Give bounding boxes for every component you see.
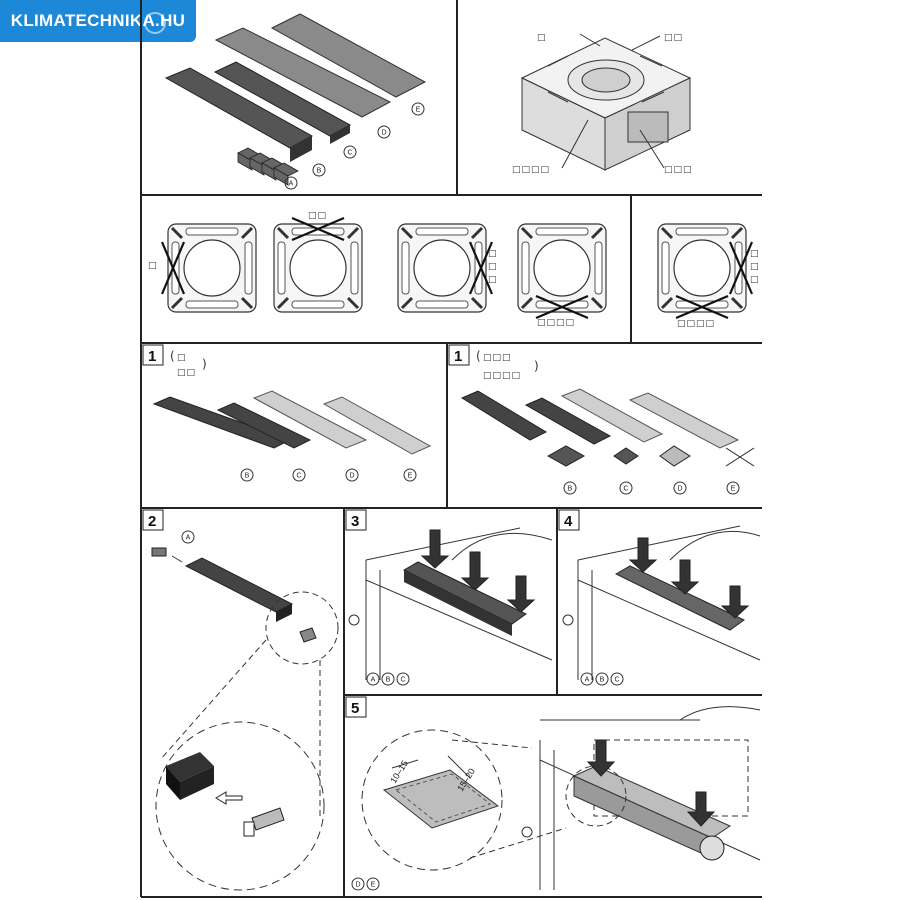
step-1b-number: 1 <box>454 348 462 365</box>
orient-3-callout-3: □ <box>488 275 498 285</box>
orient-5-callout-1: □ <box>750 249 760 259</box>
step-4: 4 A B C <box>558 509 761 686</box>
step-1a-label-c: C <box>296 473 301 480</box>
step-1a-paren-open: ( <box>170 349 176 363</box>
part-label-d: D <box>381 130 386 137</box>
step-1b-label-c: C <box>623 486 628 493</box>
orient-5-callout-2: □ <box>750 262 760 272</box>
step-2: 2 A <box>142 509 339 891</box>
step-1a-label-e: E <box>408 473 413 480</box>
orientation-view-4 <box>517 223 607 320</box>
part-label-b: B <box>317 168 322 175</box>
step-1b-paren-close: ) <box>534 359 540 373</box>
step-1a-line1: □ <box>177 353 187 363</box>
step-3: 3 A B C <box>345 509 553 686</box>
unit-callouts: □ □□ □□□□ □□□ <box>512 33 693 175</box>
step-5-label-d: D <box>355 882 360 889</box>
step-1a-paren-close: ) <box>202 357 208 371</box>
step-4-label-c: C <box>614 677 619 684</box>
orient-5-callout-3: □ <box>750 275 760 285</box>
callout-top-left: □ <box>537 33 547 43</box>
orient-5-callout-bottom: □□□□ <box>677 319 715 329</box>
step-5-labels: D E <box>351 877 380 891</box>
orient-4-callout: □□□□ <box>537 318 575 328</box>
step-3-label-a: A <box>371 677 376 684</box>
step-1b-label-e: E <box>731 486 736 493</box>
orient-2-callout: □□ <box>308 211 327 221</box>
step-4-number: 4 <box>564 513 573 530</box>
step-1a-label-d: D <box>349 473 354 480</box>
orientation-row <box>160 216 754 320</box>
step-1b-paren-open: ( <box>476 349 482 363</box>
part-callouts: A B C D E <box>284 102 425 190</box>
step-3-number: 3 <box>351 513 359 530</box>
step-4-labels: A B C <box>580 672 624 686</box>
dimension-1: 10–15 <box>388 759 410 786</box>
step-1b-label-d: D <box>677 486 682 493</box>
orientation-view-2 <box>273 216 363 313</box>
step-5-label-e: E <box>371 882 376 889</box>
orient-3-callout-2: □ <box>488 262 498 272</box>
globe-icon <box>144 12 166 34</box>
step-1a-number: 1 <box>148 348 156 365</box>
part-label-a: A <box>289 181 294 188</box>
step-5-number: 5 <box>351 700 359 717</box>
step-3-label-b: B <box>386 677 391 684</box>
part-label-c: C <box>347 150 352 157</box>
step-1b-line1: □□□ <box>483 353 512 363</box>
step-2-label-a: A <box>186 535 191 542</box>
step-1a: 1 ( □ □□ ) B C D E <box>142 344 432 482</box>
orientation-callouts: □ □□ □ □ □ □□□□ □ □ □ □□□□ <box>148 211 760 329</box>
callout-top-right: □□ <box>664 33 683 43</box>
step-4-label-a: A <box>585 677 590 684</box>
orientation-view-5 <box>657 223 754 320</box>
step-3-labels: A B C <box>366 672 410 686</box>
orientation-view-1 <box>160 223 257 313</box>
orient-3-callout-1: □ <box>488 249 498 259</box>
callout-bottom-right: □□□ <box>664 165 693 175</box>
step-1a-label-b: B <box>245 473 250 480</box>
cassette-unit <box>520 33 692 171</box>
panel-grid <box>140 0 762 898</box>
part-label-e: E <box>416 107 421 114</box>
step-1a-line2: □□ <box>177 368 196 378</box>
step-2-number: 2 <box>148 513 156 530</box>
step-4-label-b: B <box>600 677 605 684</box>
step-1b-label-b: B <box>568 486 573 493</box>
parts-overview <box>164 13 427 186</box>
step-3-label-c: C <box>400 677 405 684</box>
orientation-view-3 <box>397 223 494 313</box>
step-1b: 1 ( □□□ □□□□ ) B C D E <box>448 344 755 495</box>
step-1b-line2: □□□□ <box>483 371 521 381</box>
step-5: 5 10–15 15–20 D E <box>345 696 761 891</box>
orient-1-callout: □ <box>148 261 158 271</box>
callout-bottom-left: □□□□ <box>512 165 550 175</box>
